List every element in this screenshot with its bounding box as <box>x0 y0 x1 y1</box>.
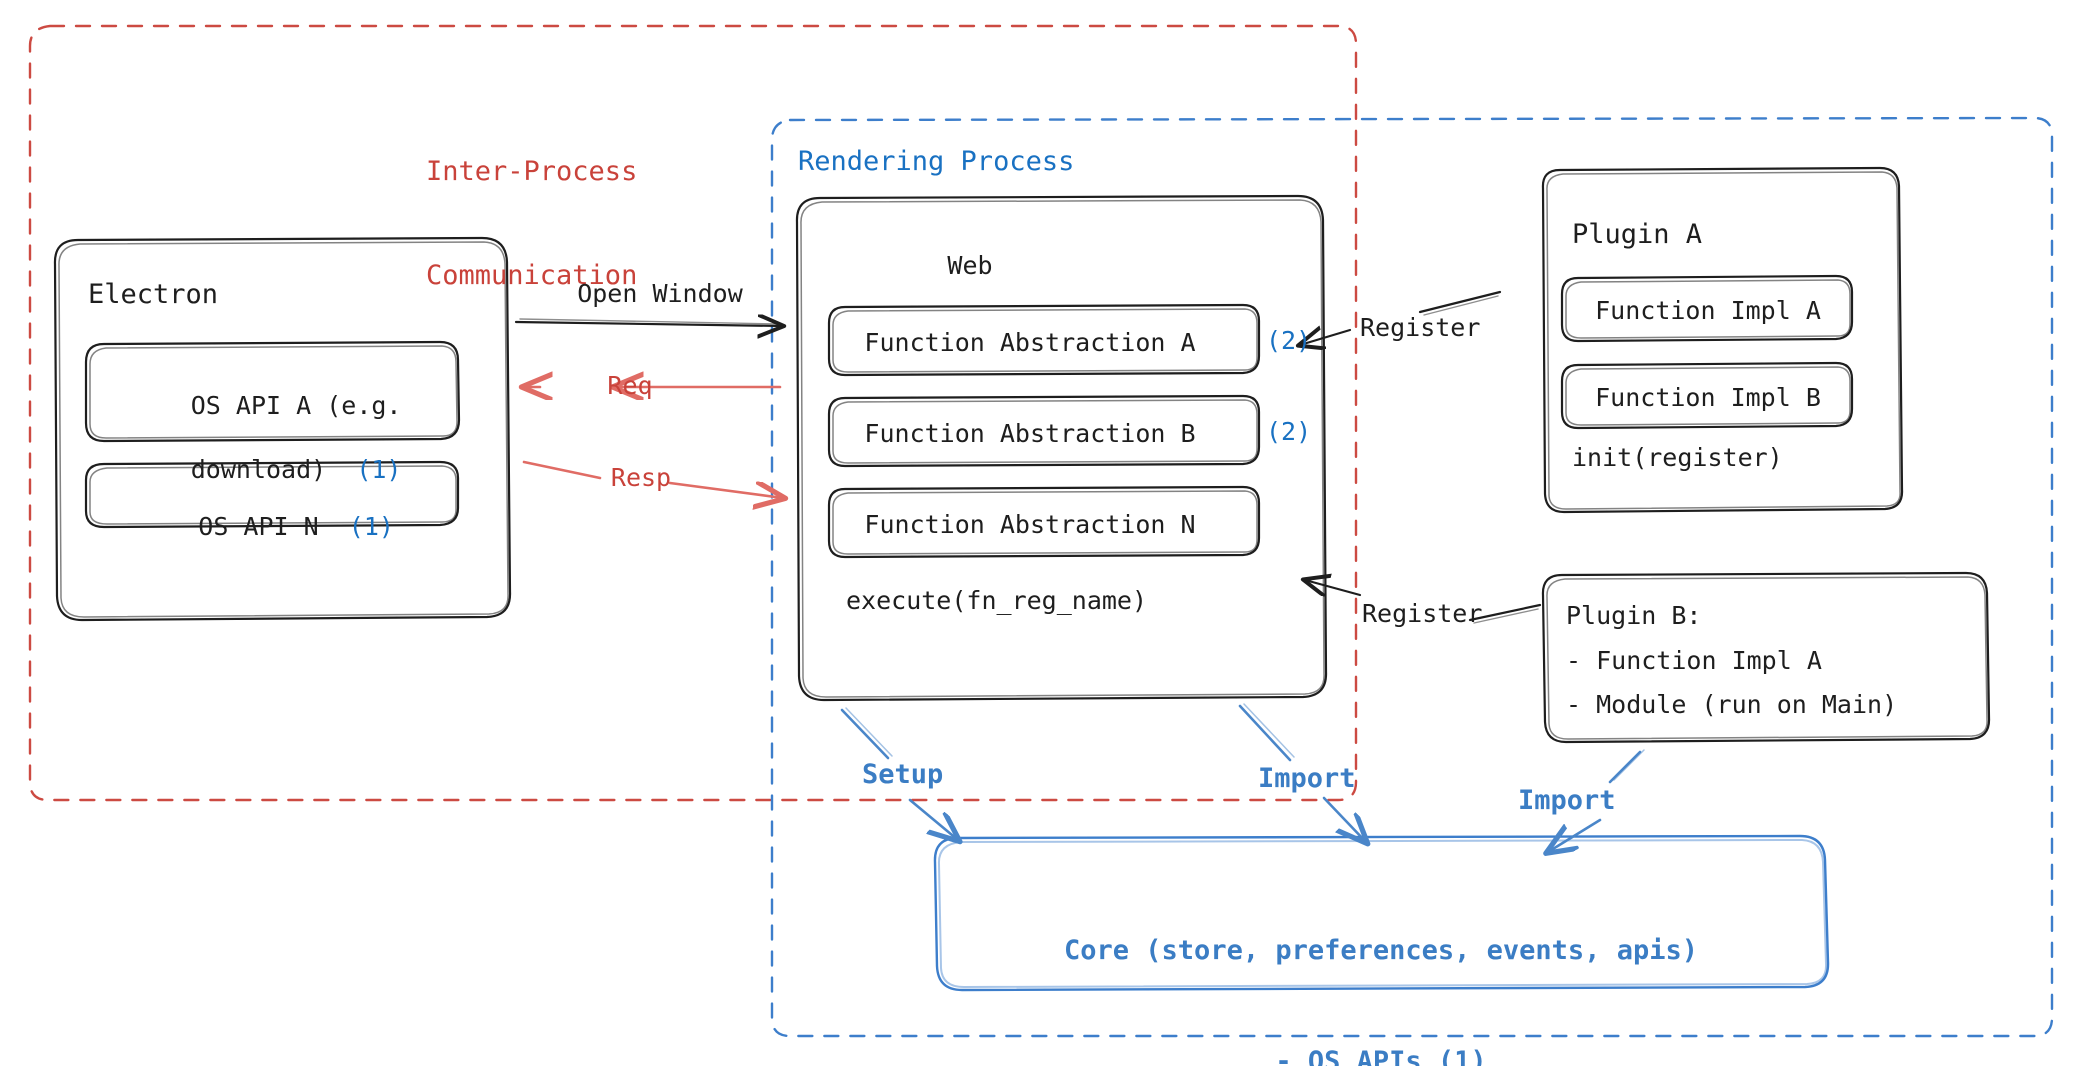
edge-register-bottom <box>1305 580 1542 624</box>
web-title: Web <box>947 251 993 280</box>
plugin-b-line-1: - Function Impl A <box>1566 646 1822 675</box>
function-abstraction-a-marker: (2) <box>1266 326 1312 355</box>
edge-label-import-left: Import <box>1258 763 1356 794</box>
rendering-process-group-border <box>770 116 2054 1038</box>
plugin-a-footer-init: init(register) <box>1572 443 1783 472</box>
core-line-1: Core (store, preferences, events, apis) <box>1064 934 1698 966</box>
os-api-a-line2: download) <box>190 455 327 484</box>
edge-resp <box>522 460 783 498</box>
edge-label-import-right: Import <box>1518 785 1616 816</box>
rendering-process-label: Rendering Process <box>798 146 1075 177</box>
ipc-group-border <box>28 24 1358 802</box>
core-box-text: Core (store, preferences, events, apis) … <box>940 857 1822 1066</box>
function-abstraction-a-box-shape <box>827 303 1261 377</box>
os-api-n-label: OS API N (1) <box>96 479 436 575</box>
web-box-shape <box>795 194 1328 702</box>
core-line-2: - OS APIs (1) <box>1275 1046 1487 1066</box>
edge-label-register-bottom: Register <box>1362 599 1483 628</box>
electron-box-shape <box>53 236 512 622</box>
function-impl-b-label: Function Impl B <box>1595 383 1821 412</box>
function-abstraction-n-label: Function Abstraction N <box>864 510 1196 539</box>
plugin-b-line-2: - Module (run on Main) <box>1566 690 1898 719</box>
edge-import-left <box>1238 703 1366 842</box>
os-api-a-marker: (1) <box>356 455 402 484</box>
edge-register-top <box>1300 290 1502 345</box>
os-api-n-box-shape <box>84 460 460 529</box>
ipc-group-label-line1: Inter-Process <box>426 156 638 188</box>
web-footer-execute: execute(fn_reg_name) <box>846 586 1148 615</box>
electron-title: Electron <box>88 279 219 310</box>
plugin-a-title: Plugin A <box>1572 219 1703 250</box>
function-impl-b-box-shape <box>1560 361 1854 430</box>
edge-import-right <box>1548 749 1645 852</box>
os-api-n-name: OS API N <box>198 512 319 541</box>
function-abstraction-b-label: Function Abstraction B <box>864 419 1196 448</box>
edge-label-resp: Resp <box>610 463 672 492</box>
os-api-a-line1: OS API A (e.g. <box>190 391 402 420</box>
plugin-b-title: Plugin B: <box>1566 601 1702 630</box>
function-abstraction-a-label: Function Abstraction A <box>864 328 1196 357</box>
function-impl-a-box-shape <box>1560 274 1854 343</box>
edge-label-setup: Setup <box>862 759 944 790</box>
plugin-a-box-shape <box>1541 166 1904 514</box>
os-api-a-label: OS API A (e.g. download) (1) <box>96 358 436 518</box>
core-box-shape <box>933 834 1830 992</box>
edge-open-window <box>514 319 782 326</box>
edge-setup <box>840 707 958 840</box>
function-abstraction-b-marker: (2) <box>1266 417 1312 446</box>
function-abstraction-b-box-shape <box>827 394 1261 468</box>
os-api-n-marker: (1) <box>348 512 394 541</box>
os-api-a-box-shape <box>84 340 461 443</box>
edge-label-req: Req <box>607 371 653 400</box>
edge-label-open-window: Open Window <box>577 279 743 308</box>
function-impl-a-label: Function Impl A <box>1595 296 1821 325</box>
ipc-group-label: Inter-Process Communication <box>426 86 726 362</box>
ipc-group-label-line2: Communication <box>426 259 638 291</box>
edge-label-register-top: Register <box>1360 313 1481 342</box>
function-abstraction-n-box-shape <box>827 485 1261 559</box>
plugin-b-box-shape <box>1541 571 1991 744</box>
